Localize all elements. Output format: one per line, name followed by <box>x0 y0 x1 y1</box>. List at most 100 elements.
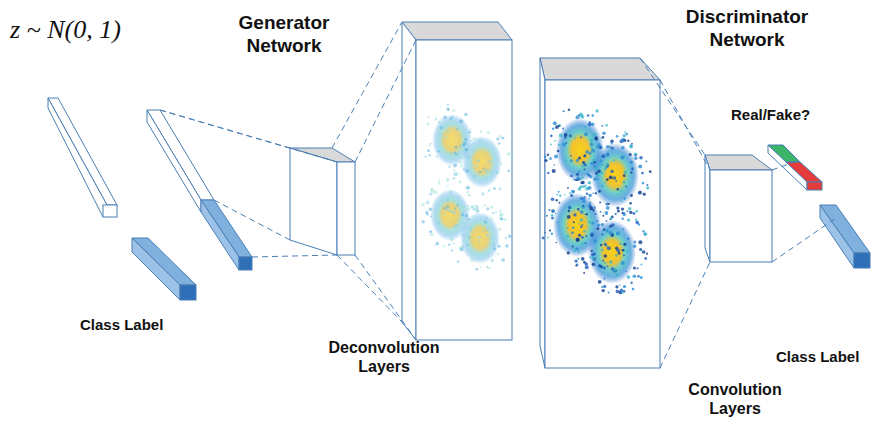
speckle-dot <box>578 234 581 237</box>
speckle-dot <box>591 114 594 117</box>
speckle-dot <box>499 188 501 190</box>
speckle-dot <box>578 223 580 225</box>
speckle-dot <box>615 254 618 257</box>
layer-caption: Convolution Layers <box>672 380 798 418</box>
speckle-dot <box>558 125 560 127</box>
speckle-dot <box>578 251 580 253</box>
speckle-dot <box>597 224 600 227</box>
speckle-dot <box>593 133 597 137</box>
speckle-dot <box>463 168 466 171</box>
speckle-dot <box>491 217 493 219</box>
speckle-dot <box>446 198 450 202</box>
speckle-dot <box>623 285 626 288</box>
speckle-dot <box>629 211 632 214</box>
speckle-dot <box>639 156 643 160</box>
speckle-dot <box>626 133 629 136</box>
speckle-dot <box>461 213 464 216</box>
speckle-dot <box>596 220 598 222</box>
speckle-dot <box>427 149 430 152</box>
speckle-dot <box>549 209 551 211</box>
speckle-dot <box>573 221 575 223</box>
speckle-dot <box>628 207 631 210</box>
speckle-dot <box>573 179 575 181</box>
speckle-dot <box>558 191 560 193</box>
speckle-dot <box>581 181 584 184</box>
speckle-dot <box>613 268 617 272</box>
speckle-dot <box>498 142 500 144</box>
generator-shapes <box>48 22 512 340</box>
speckle-dot <box>491 259 494 262</box>
speckle-dot <box>629 202 632 205</box>
speckle-dot <box>627 250 630 253</box>
speckle-dot <box>551 135 553 137</box>
speckle-dot <box>585 214 587 216</box>
speckle-dot <box>507 152 511 156</box>
speckle-dot <box>480 130 482 132</box>
speckle-dot <box>629 153 632 156</box>
speckle-dot <box>449 117 452 120</box>
speckle-dot <box>430 189 432 191</box>
speckle-dot <box>498 228 502 232</box>
speckle-dot <box>559 134 563 138</box>
speckle-dot <box>613 269 617 273</box>
speckle-dot <box>569 192 571 194</box>
speckle-dot <box>463 240 466 243</box>
speckle-dot <box>563 110 565 112</box>
speckle-dot <box>481 192 484 195</box>
speckle-dot <box>558 202 560 204</box>
speckle-dot <box>467 205 469 207</box>
speckle-dot <box>453 177 456 180</box>
speckle-dot <box>493 187 496 190</box>
speckle-dot <box>602 289 605 292</box>
speckle-dot <box>500 163 503 166</box>
speckle-dot <box>576 115 580 119</box>
speckle-dot <box>564 133 568 137</box>
speckle-dot <box>603 267 606 270</box>
speckle-dot <box>573 213 576 216</box>
speckle-dot <box>644 233 647 236</box>
speckle-dot <box>620 190 622 192</box>
speckle-dot <box>476 209 479 212</box>
speckle-dot <box>497 253 500 256</box>
speckle-dot <box>584 154 587 157</box>
speckle-dot <box>578 187 581 190</box>
speckle-dot <box>443 116 447 120</box>
dashed-projections <box>160 22 836 368</box>
speckle-dot <box>558 124 561 127</box>
speckle-dot <box>646 253 648 255</box>
speckle-dot <box>467 218 469 220</box>
speckle-dot <box>576 173 579 176</box>
speckle-dot <box>634 152 638 156</box>
speckle-dot <box>649 170 652 173</box>
speckle-dot <box>508 235 511 238</box>
speckle-dot <box>602 136 605 139</box>
speckle-dot <box>576 238 580 242</box>
speckle-dot <box>483 168 485 170</box>
speckle-dot <box>588 220 591 223</box>
speckle-dot <box>461 234 464 237</box>
speckle-dot <box>496 171 500 175</box>
speckle-dot <box>429 230 432 233</box>
speckle-dot <box>629 145 633 149</box>
speckle-dot <box>474 137 477 140</box>
speckle-dot <box>610 217 613 220</box>
speckle-dot <box>639 248 642 251</box>
speckle-dot <box>449 152 452 155</box>
speckle-dot <box>602 260 604 262</box>
speckle-dot <box>507 170 510 173</box>
speckle-dot <box>601 154 605 158</box>
speckle-dot <box>429 154 431 156</box>
speckle-dot <box>615 213 617 215</box>
speckle-dot <box>477 160 480 163</box>
speckle-dot <box>611 143 613 145</box>
speckle-dot <box>487 131 490 134</box>
speckle-dot <box>457 219 459 221</box>
speckle-dot <box>511 157 514 160</box>
speckle-dot <box>630 282 632 284</box>
speckle-dot <box>444 214 446 216</box>
speckle-dot <box>454 151 456 153</box>
speckle-dot <box>554 155 558 159</box>
speckle-dot <box>568 109 570 111</box>
speckle-dot <box>638 240 642 244</box>
speckle-dot <box>556 199 558 201</box>
